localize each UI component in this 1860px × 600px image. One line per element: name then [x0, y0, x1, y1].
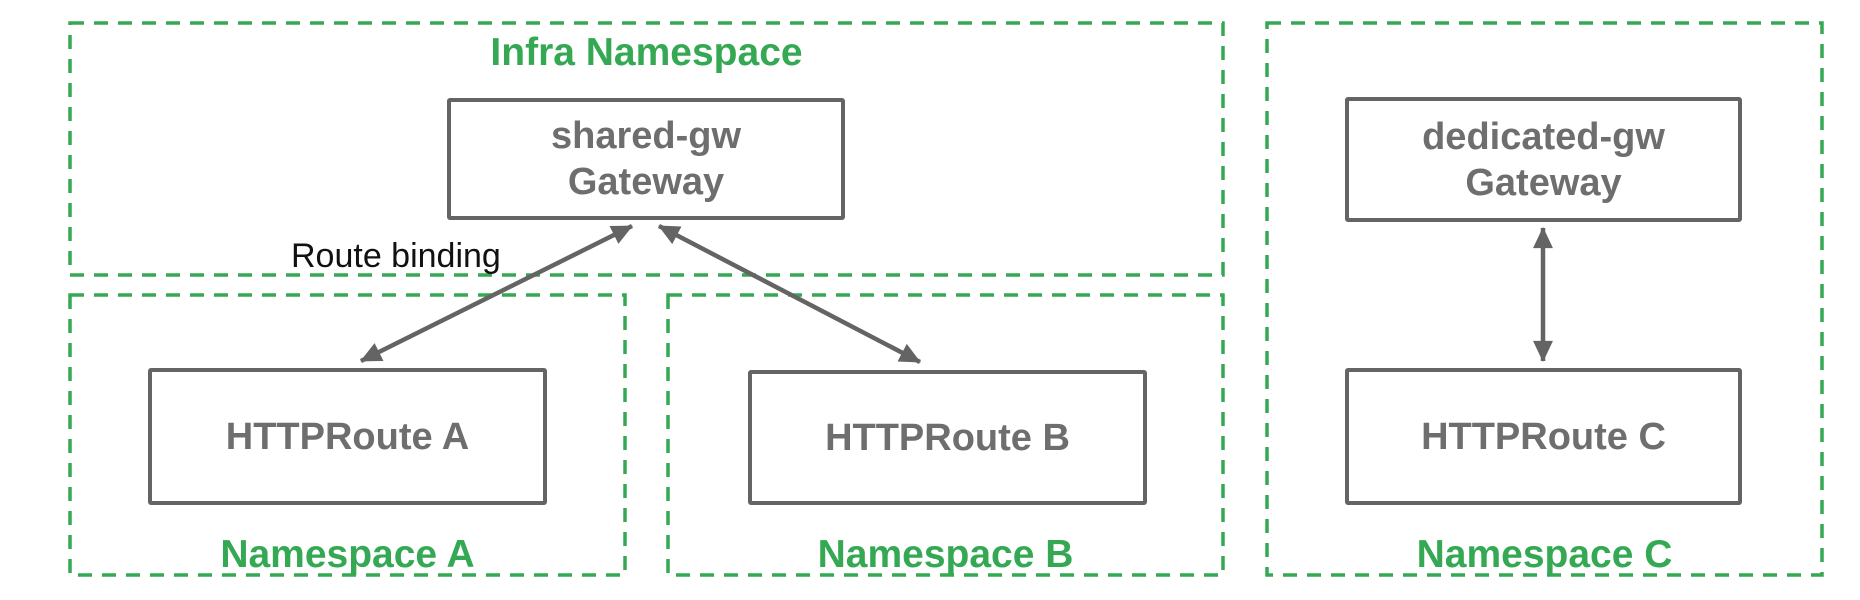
httproute-b-node: HTTPRoute B: [748, 370, 1147, 505]
namespace-b-label: Namespace B: [817, 533, 1074, 576]
dedicated-gw-gateway-node: dedicated-gw Gateway: [1345, 97, 1742, 222]
namespace-b-border: [666, 293, 1225, 577]
dedicated-gw-gateway-kind: Gateway: [1465, 161, 1622, 204]
namespace-a-label: Namespace A: [220, 533, 475, 576]
dedicated-gw-gateway-name: dedicated-gw: [1422, 115, 1665, 158]
shared-gw-gateway-kind: Gateway: [567, 161, 725, 203]
shared-gw-gateway-name: shared-gw: [550, 115, 742, 157]
namespace-a-border: [68, 293, 627, 577]
namespace-c-label: Namespace C: [1416, 533, 1673, 576]
httproute-a-label: HTTPRoute A: [225, 415, 470, 458]
shared-gw-gateway-node: shared-gw Gateway: [447, 98, 845, 220]
httproute-c-node: HTTPRoute C: [1345, 368, 1742, 505]
route-b-to-shared-gw-arrow: [657, 224, 922, 364]
httproute-a-node: HTTPRoute A: [148, 368, 547, 505]
route-binding-annotation: Route binding: [291, 237, 501, 275]
namespace-c-border: [1265, 21, 1824, 577]
infra-namespace-border: [68, 21, 1225, 277]
route-a-to-shared-gw-arrow: [359, 223, 634, 364]
httproute-b-label: HTTPRoute B: [825, 416, 1070, 459]
infra-namespace-label: Infra Namespace: [490, 31, 803, 74]
httproute-c-label: HTTPRoute C: [1421, 415, 1666, 458]
